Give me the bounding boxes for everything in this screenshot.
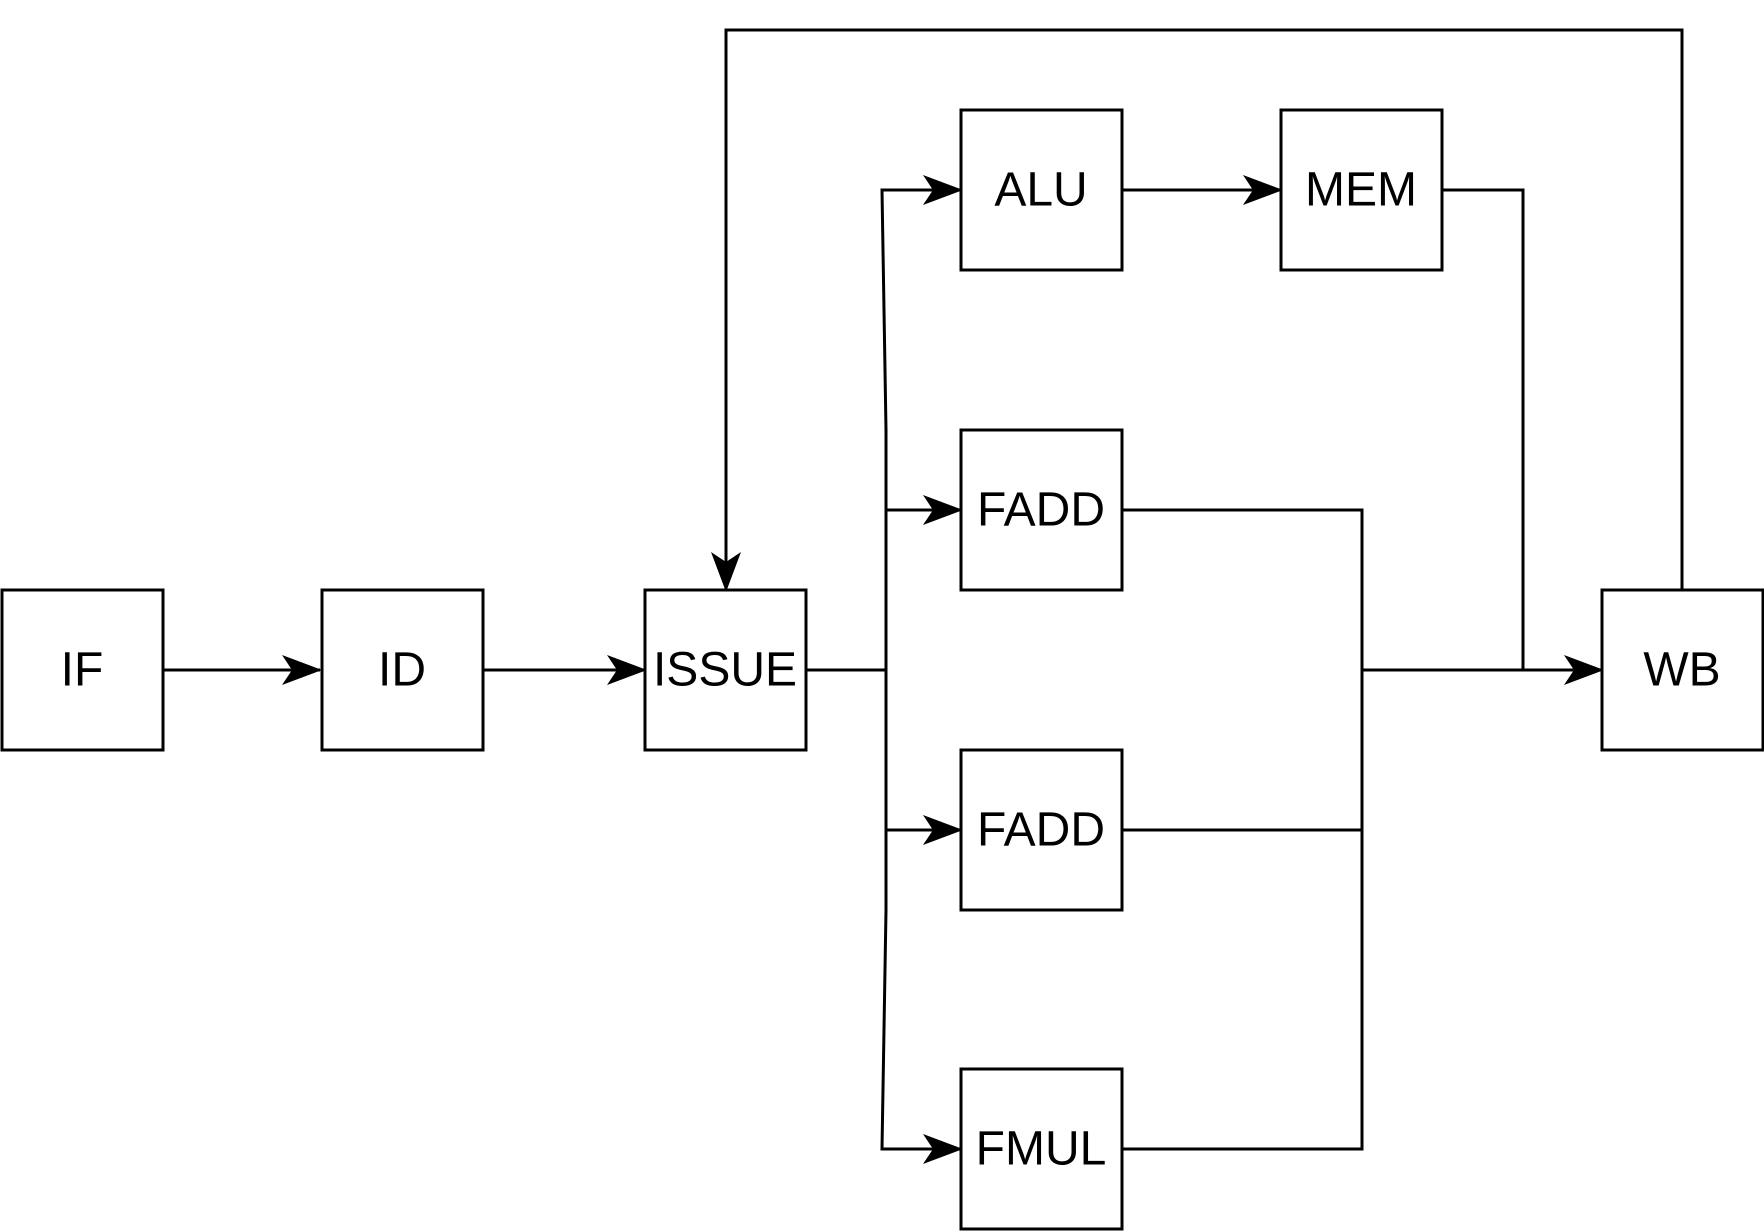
stage-fadd-1-label: FADD [977,484,1105,537]
edge-fmul-to-bus [1122,670,1364,1151]
stage-fadd-2-label: FADD [977,804,1105,857]
edge-wb-to-issue [711,28,1684,592]
stage-if: IF [0,588,165,752]
edge-issue-to-fmul [880,830,963,1164]
stage-mem: MEM [1279,108,1444,272]
stage-issue: ISSUE [643,588,808,752]
stage-mem-label: MEM [1305,164,1417,217]
stage-if-label: IF [61,644,104,697]
stage-id: ID [320,588,485,752]
stage-fadd-2: FADD [959,748,1124,912]
stage-wb: WB [1600,588,1764,752]
edge-mem-to-wb [1442,188,1525,670]
stage-id-label: ID [378,644,426,697]
stage-alu-label: ALU [994,164,1087,217]
edge-fadd-1-to-bus [1122,508,1364,670]
stage-fmul-label: FMUL [976,1123,1107,1176]
connections [163,28,1684,1164]
stage-fmul: FMUL [959,1067,1124,1231]
stage-wb-label: WB [1643,644,1720,697]
edge-issue-to-alu [880,175,963,670]
stage-issue-label: ISSUE [653,644,797,697]
edge-issue-to-fadd-1 [884,430,963,525]
edge-issue-to-fadd-2 [884,670,963,845]
stage-fadd-1: FADD [959,428,1124,592]
stage-alu: ALU [959,108,1124,272]
